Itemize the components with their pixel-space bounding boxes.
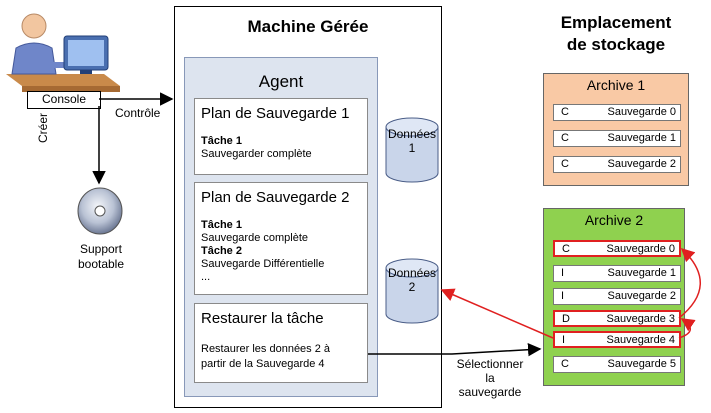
control-label: Contrôle bbox=[115, 106, 161, 120]
plan-line: Tâche 1 bbox=[201, 219, 242, 231]
plan-line: Tâche 1 bbox=[201, 135, 242, 147]
data-store-2: Données 2 bbox=[384, 258, 440, 324]
plan-title: Restaurer la tâche bbox=[201, 310, 324, 327]
plan-line: Sauvegarder complète bbox=[201, 148, 312, 160]
select-backup-arrow bbox=[368, 342, 542, 357]
cd-disc-icon bbox=[76, 187, 124, 235]
machine-title: Machine Gérée bbox=[247, 17, 369, 36]
archive-title: Archive 1 bbox=[586, 77, 646, 93]
chain-arrow bbox=[678, 318, 696, 339]
database-cylinder-icon bbox=[385, 117, 439, 183]
console-figure bbox=[4, 4, 124, 114]
backup-plan-2: Plan de Sauvegarde 2 Tâche 1 Sauvegarde … bbox=[194, 182, 368, 295]
archive-title: Archive 2 bbox=[584, 212, 644, 228]
restore-task: Restaurer la tâche Restaurer les données… bbox=[194, 303, 368, 383]
data-store-label: Données 1 bbox=[387, 127, 437, 155]
select-backup-label: Sélectionner la sauvegarde bbox=[456, 357, 524, 399]
data-store-1: Données 1 bbox=[384, 117, 440, 183]
agent-label: Agent bbox=[258, 72, 304, 91]
plan-line: Restaurer les données 2 à bbox=[201, 343, 331, 355]
user-at-computer-icon bbox=[6, 13, 120, 92]
restore-arrow bbox=[440, 288, 554, 339]
plan-line: partir de la Sauvegarde 4 bbox=[201, 358, 325, 370]
console-label: Console bbox=[27, 91, 101, 109]
plan-title: Plan de Sauvegarde 2 bbox=[201, 189, 350, 206]
backup-plan-1: Plan de Sauvegarde 1 Tâche 1 Sauvegarder… bbox=[194, 98, 368, 175]
bootable-label: Support bootable bbox=[77, 242, 125, 271]
data-store-label: Données 2 bbox=[387, 266, 437, 294]
chain-arrow bbox=[678, 247, 701, 319]
plan-line: Sauvegarde Différentielle bbox=[201, 258, 325, 270]
plan-line: Sauvegarde complète bbox=[201, 232, 309, 244]
storage-title: Emplacement de stockage bbox=[560, 13, 672, 54]
database-cylinder-icon bbox=[385, 258, 439, 324]
plan-line: Tâche 2 bbox=[201, 245, 242, 257]
plan-line: ... bbox=[201, 271, 211, 283]
plan-title: Plan de Sauvegarde 1 bbox=[201, 105, 350, 122]
